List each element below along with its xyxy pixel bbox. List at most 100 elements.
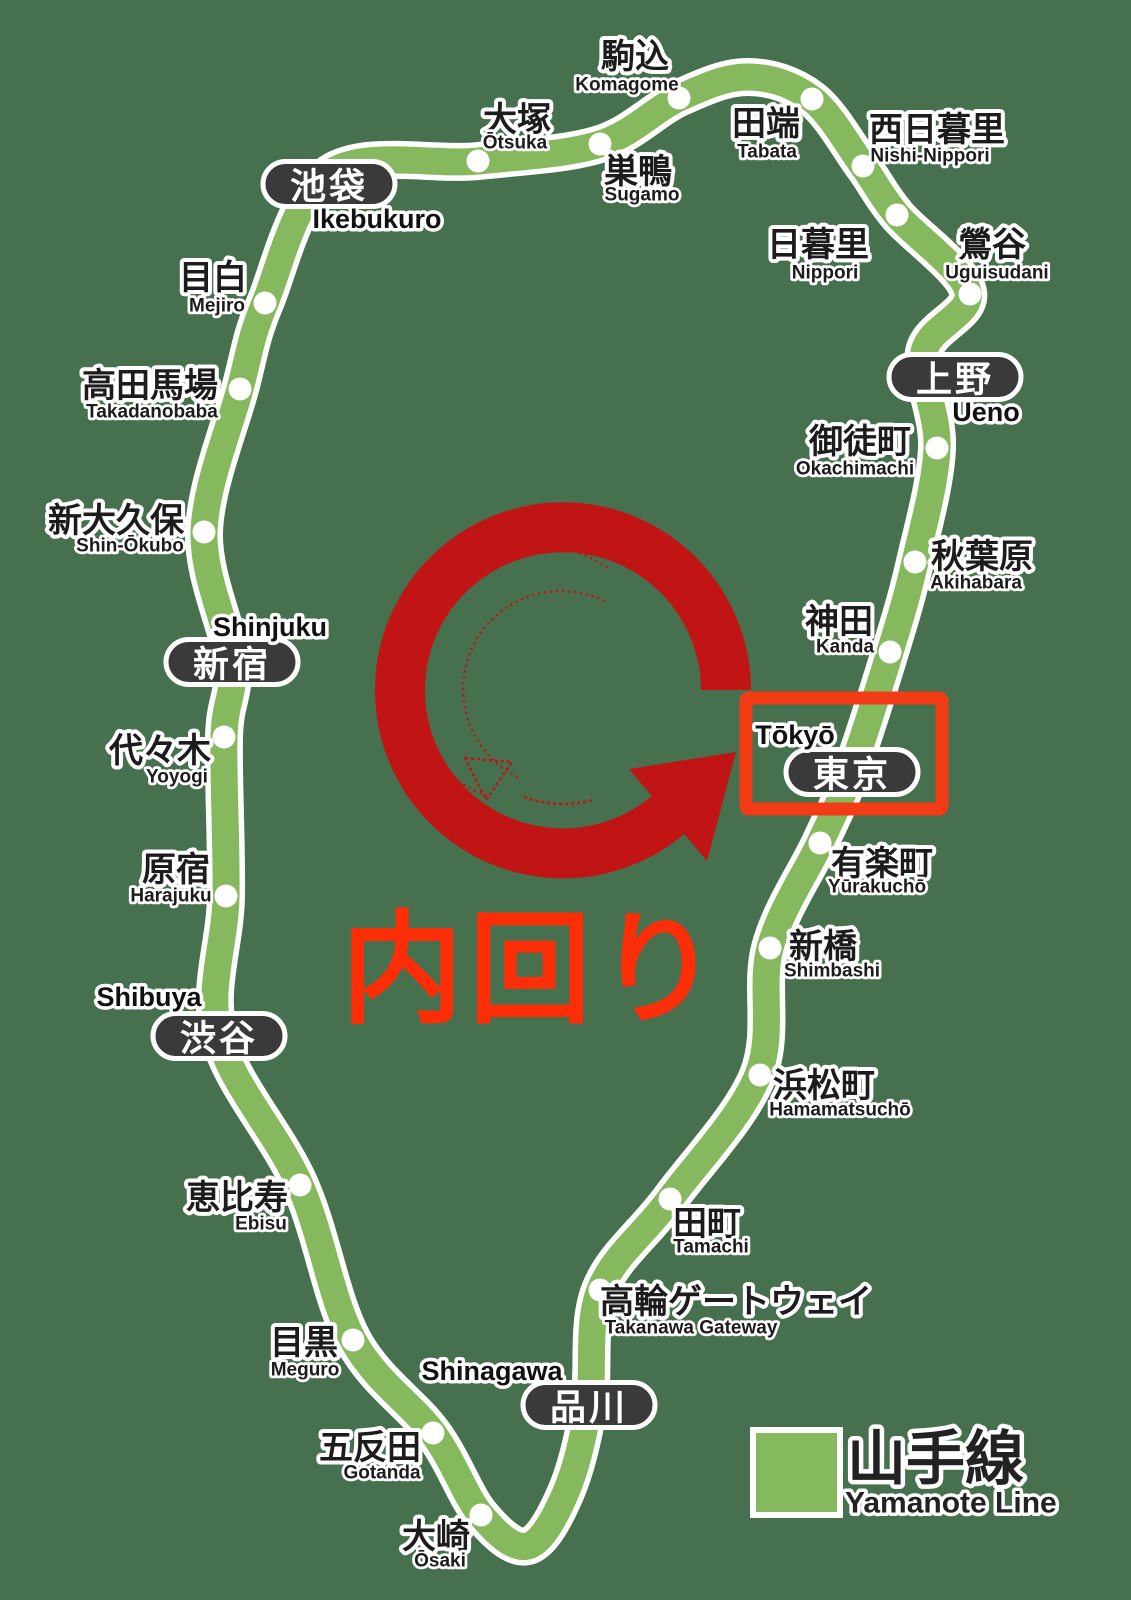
station-name-en: Takadanobaba bbox=[86, 402, 218, 423]
station-dot-harajuku bbox=[214, 884, 238, 908]
station-name-en: Akihabara bbox=[930, 573, 1022, 594]
station-dot-saki bbox=[469, 1503, 493, 1527]
legend-line-name-ja: 山手線 bbox=[847, 1426, 1024, 1492]
station-dot-hamamatsuch bbox=[748, 1063, 772, 1087]
station-name-en: Mejiro bbox=[189, 296, 245, 317]
station-dot-komagome bbox=[667, 86, 691, 110]
station-name-en: Shin-Ōkubo bbox=[76, 536, 184, 557]
station-dot-tamachi bbox=[658, 1187, 682, 1211]
station-name-ja: 日暮里 bbox=[767, 226, 869, 264]
station-major-shibuya: 渋谷 Shibuya bbox=[93, 979, 288, 1061]
station-pill-t-ky bbox=[783, 747, 921, 797]
station-name-en: Ōtsuka bbox=[483, 133, 548, 154]
station-name-ja: 五反田 bbox=[319, 1429, 421, 1467]
legend-line-color-swatch bbox=[750, 1427, 843, 1518]
inner-loop-sketch-tail bbox=[523, 795, 593, 806]
station-dot-uguisudani bbox=[958, 282, 982, 306]
station-pill-shinagawa bbox=[520, 1380, 658, 1430]
station-name-ja: 駒込 bbox=[601, 38, 669, 76]
station-name-ja: 新大久保 bbox=[48, 502, 185, 540]
station-dot-takadanobaba bbox=[228, 377, 252, 401]
station-name-en: Kanda bbox=[816, 637, 875, 658]
station-name-en: Gotanda bbox=[343, 1463, 420, 1484]
station-dot-meguro bbox=[341, 1328, 365, 1352]
inner-loop-sketch-arc-outer bbox=[401, 543, 609, 798]
station-name-en: Harajuku bbox=[130, 886, 211, 907]
station-dot-tsuka bbox=[466, 149, 490, 173]
station-name-ja: 田端 bbox=[732, 105, 800, 143]
station-name-en: Meguro bbox=[271, 1360, 340, 1381]
station-name-ja: 御徒町 bbox=[808, 423, 911, 461]
station-name-en: Shinjuku bbox=[213, 612, 327, 642]
station-name-en: Tamachi bbox=[673, 1237, 749, 1258]
station-name-en: Komagome bbox=[575, 75, 678, 96]
station-name-en: Hamamatsuchō bbox=[769, 1100, 911, 1121]
station-name-ja: 田町 bbox=[673, 1205, 741, 1243]
station-name-en: Shimbashi bbox=[784, 961, 880, 982]
station-name-en: Ikebukuro bbox=[312, 204, 441, 234]
station-name-en: Shibuya bbox=[96, 982, 202, 1012]
station-name-en: Sugamo bbox=[605, 185, 680, 206]
station-dot-nishi-nippori bbox=[851, 154, 875, 178]
station-name-en: Yūrakuchō bbox=[828, 877, 926, 898]
legend-line-name-en: Yamanote Line bbox=[845, 1487, 1057, 1520]
station-name-en: Takanawa Gateway bbox=[605, 1318, 778, 1339]
station-name-en: Nippori bbox=[792, 263, 859, 284]
station-dot-yoyogi bbox=[212, 725, 236, 749]
station-name-en: Ueno bbox=[952, 397, 1020, 427]
station-dot-okachimachi bbox=[925, 436, 949, 460]
station-name-en: Nishi-Nippori bbox=[870, 146, 989, 167]
station-major-t-ky: 東京 Tōkyō bbox=[752, 717, 921, 797]
station-labels: 池袋Ikebukuro大塚Ōtsuka巣鴨Sugamo駒込Komagome田端T… bbox=[44, 34, 1052, 1574]
station-pill-ueno bbox=[886, 352, 1024, 402]
station-name-ja: 鶯谷 bbox=[958, 226, 1026, 264]
station-name-ja: 原宿 bbox=[142, 851, 210, 889]
station-name-ja: 代々木 bbox=[108, 732, 211, 770]
station-name-en: Uguisudani bbox=[945, 263, 1048, 284]
station-name-ja: 浜松町 bbox=[773, 1067, 875, 1105]
station-dot-shin-kubo bbox=[192, 520, 216, 544]
station-name-ja: 品川 bbox=[550, 1387, 628, 1428]
station-name-en: Yoyogi bbox=[146, 767, 208, 788]
station-name-ja: 秋葉原 bbox=[931, 538, 1033, 576]
station-name-ja: 渋谷 bbox=[180, 1018, 258, 1059]
station-name-ja: 新宿 bbox=[193, 644, 271, 685]
station-dot-tabata bbox=[800, 87, 824, 111]
station-name-ja: 目白 bbox=[179, 259, 247, 297]
station-name-ja: 大塚 bbox=[483, 101, 551, 139]
station-dot-nippori bbox=[885, 203, 909, 227]
station-name-ja: 高田馬場 bbox=[82, 367, 218, 405]
station-name-ja: 池袋 bbox=[290, 166, 368, 207]
station-dot-shimbashi bbox=[758, 936, 782, 960]
station-name-ja: 巣鴨 bbox=[604, 153, 672, 191]
station-dot-gotanda bbox=[421, 1421, 445, 1445]
station-dot-y-rakuch bbox=[808, 831, 832, 855]
station-dot-sugamo bbox=[588, 132, 612, 156]
station-name-ja: 有楽町 bbox=[831, 845, 933, 883]
station-dot-ebisu bbox=[288, 1173, 312, 1197]
inner-loop-sketch-arc-inner bbox=[461, 589, 605, 780]
station-name-ja: 東京 bbox=[813, 754, 891, 795]
station-name-en: Tōkyō bbox=[755, 720, 835, 750]
inner-loop-arrowhead-icon bbox=[629, 752, 736, 861]
station-name-en: Tabata bbox=[737, 142, 797, 163]
station-name-ja: 新橋 bbox=[789, 928, 857, 966]
